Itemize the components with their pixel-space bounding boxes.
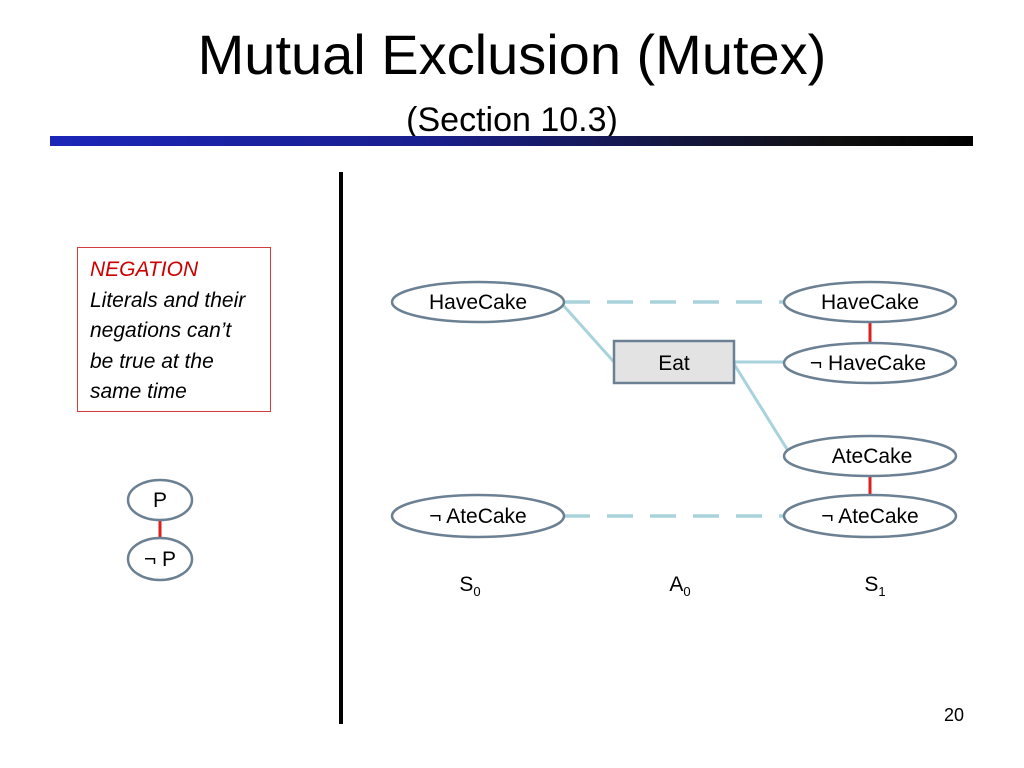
s1-not-atecake-node [782, 493, 958, 539]
level-a0-letter: A [669, 573, 683, 596]
level-s1-label: S1 [864, 573, 885, 599]
level-s1-letter: S [864, 573, 878, 596]
action-eat-label: Eat [658, 352, 690, 375]
example-p-label: P [153, 489, 167, 512]
note-body: Literals and their negations can’t be tr… [90, 288, 246, 404]
example-p-node [126, 478, 194, 522]
s0-havecake-node [390, 280, 566, 324]
vertical-divider [339, 172, 343, 724]
example-not-p-label: ¬ P [144, 548, 176, 571]
slide-subtitle: (Section 10.3) [406, 101, 618, 139]
negation-note-box: NEGATION Literals and their negations ca… [77, 247, 271, 412]
s1-not-havecake-label: ¬ HaveCake [810, 352, 926, 375]
note-heading: NEGATION [90, 258, 199, 281]
s1-atecake-node [782, 434, 958, 478]
example-not-p-node [126, 536, 194, 582]
s1-havecake-label: HaveCake [821, 291, 919, 314]
level-s0-subscript: 0 [473, 584, 480, 599]
s0-not-atecake-label: ¬ AteCake [429, 505, 526, 528]
s1-not-atecake-label: ¬ AteCake [821, 505, 918, 528]
title-underline [50, 136, 973, 146]
s1-atecake-label: AteCake [832, 445, 913, 468]
s0-not-atecake-node [390, 493, 566, 539]
level-a0-subscript: 0 [683, 584, 690, 599]
s1-havecake-node [782, 280, 958, 324]
effect-link-eat-atecake [732, 363, 792, 455]
level-a0-label: A0 [669, 573, 690, 599]
slide-title: Mutual Exclusion (Mutex) [197, 23, 827, 86]
s1-not-havecake-node [782, 341, 958, 385]
s0-havecake-label: HaveCake [429, 291, 527, 314]
level-s1-subscript: 1 [878, 584, 885, 599]
level-s0-label: S0 [459, 573, 480, 599]
level-s0-letter: S [459, 573, 473, 596]
precondition-link-havecake-eat [561, 303, 616, 364]
page-number: 20 [943, 705, 964, 725]
action-eat-node [612, 339, 736, 385]
